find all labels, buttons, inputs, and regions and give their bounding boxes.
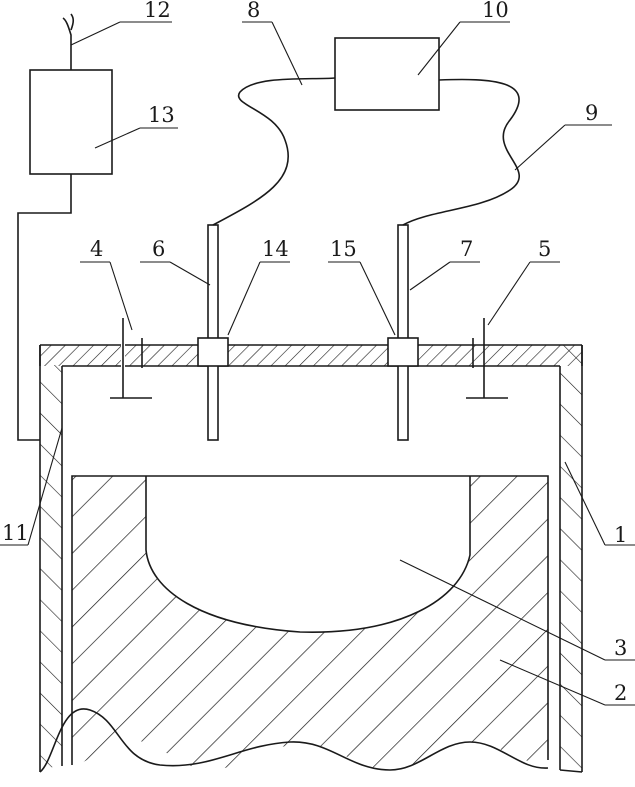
label-13: 13 <box>148 103 175 127</box>
cable-9 <box>402 78 520 226</box>
vent-left <box>110 318 152 399</box>
power-box <box>29 69 113 175</box>
wire-11 <box>17 174 72 441</box>
label-8: 8 <box>247 0 260 22</box>
charge-block <box>39 475 549 773</box>
probe-left <box>197 224 229 441</box>
vent-right <box>466 318 508 399</box>
label-7: 7 <box>460 237 473 261</box>
label-15: 15 <box>330 237 357 261</box>
label-14: 14 <box>262 237 289 261</box>
label-12: 12 <box>144 0 171 22</box>
part-labels: 12 13 8 10 9 4 6 14 15 7 5 1 3 2 11 <box>2 0 627 705</box>
probe-right <box>387 224 419 441</box>
label-3: 3 <box>614 636 627 660</box>
wire-12 <box>62 13 75 70</box>
label-1: 1 <box>614 523 627 547</box>
label-4: 4 <box>90 237 103 261</box>
label-11: 11 <box>2 521 29 545</box>
label-2: 2 <box>614 681 627 705</box>
label-9: 9 <box>585 101 598 125</box>
cable-8 <box>212 77 336 226</box>
leader-lines <box>0 21 635 706</box>
label-5: 5 <box>538 237 551 261</box>
furnace-lid <box>39 344 583 367</box>
label-6: 6 <box>152 237 165 261</box>
controller-box <box>334 37 440 111</box>
label-10: 10 <box>482 0 509 22</box>
furnace-wall <box>39 345 583 773</box>
